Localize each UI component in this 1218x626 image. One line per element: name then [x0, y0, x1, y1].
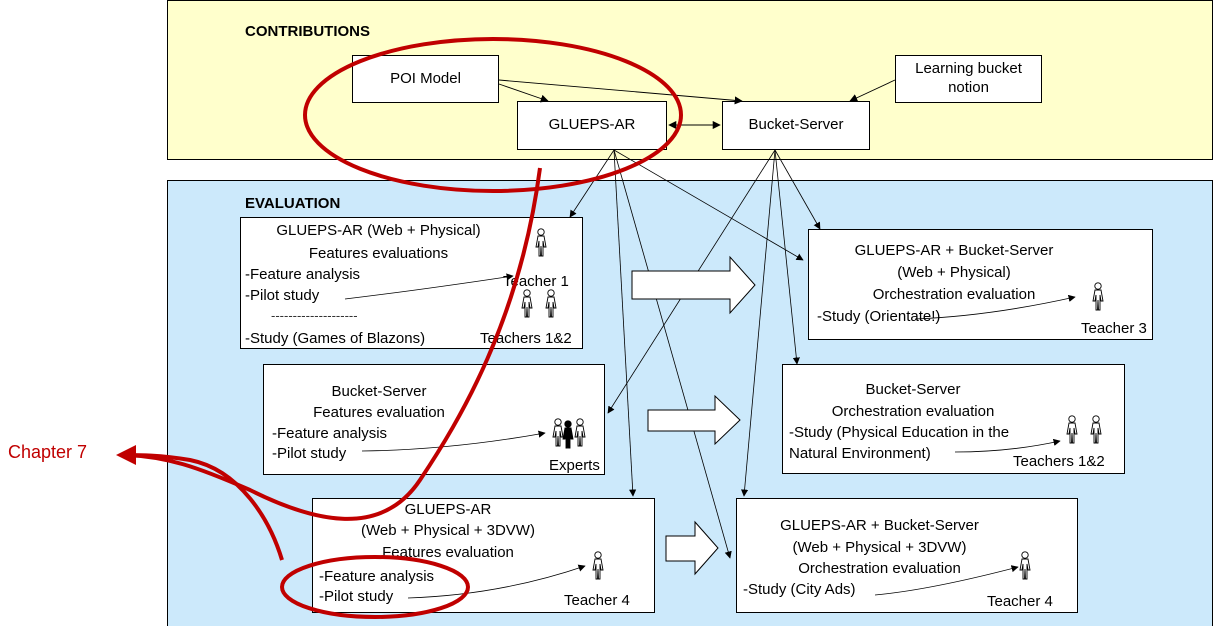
- orchestration-3dvw-box: GLUEPS-AR + Bucket-Server (Web + Physica…: [736, 498, 1078, 613]
- glueps-ar-label: GLUEPS-AR: [548, 116, 636, 134]
- box2-item: -Pilot study: [272, 445, 347, 462]
- glueps-ar-features-box: GLUEPS-AR (Web + Physical) Features eval…: [240, 217, 583, 349]
- poi-model-label: POI Model: [390, 69, 461, 87]
- box4-item: -Study (Orientate!): [817, 308, 941, 325]
- poi-model-node: POI Model: [352, 55, 499, 103]
- box2-title: Bucket-Server: [331, 383, 427, 400]
- box2-actor: Experts: [549, 457, 600, 474]
- box6-item: -Study (City Ads): [743, 581, 856, 598]
- box5-item: Natural Environment): [789, 445, 931, 462]
- glueps-ar-3dvw-features-box: GLUEPS-AR (Web + Physical + 3DVW) Featur…: [312, 498, 655, 613]
- box6-title: GLUEPS-AR + Bucket-Server: [780, 517, 979, 534]
- bucket-server-label: Bucket-Server: [748, 116, 844, 134]
- box4-subtitle: Orchestration evaluation: [872, 286, 1036, 303]
- box6-actor: Teacher 4: [987, 593, 1053, 610]
- box5-title: Bucket-Server: [865, 381, 961, 398]
- learning-bucket-line-1: Learning bucket: [915, 60, 1022, 78]
- box5-item: -Study (Physical Education in the: [789, 424, 1010, 441]
- box2-subtitle: Features evaluation: [313, 404, 445, 421]
- box3-item: -Pilot study: [319, 588, 394, 605]
- bucket-server-orchestration-box: Bucket-Server Orchestration evaluation -…: [782, 364, 1125, 474]
- orchestration-web-physical-box: GLUEPS-AR + Bucket-Server (Web + Physica…: [808, 229, 1153, 340]
- box5-actor: Teachers 1&2: [1013, 453, 1105, 470]
- box1-actor: Teachers 1&2: [480, 330, 572, 347]
- box3-actor: Teacher 4: [564, 592, 630, 609]
- box3-item: -Feature analysis: [319, 568, 435, 585]
- box4-title: GLUEPS-AR + Bucket-Server: [854, 242, 1054, 259]
- bucket-server-node: Bucket-Server: [722, 101, 870, 150]
- contributions-title: CONTRIBUTIONS: [245, 23, 370, 40]
- box6-subtitle: Orchestration evaluation: [798, 560, 961, 577]
- box1-divider: --------------------: [271, 308, 358, 323]
- chapter-7-label: Chapter 7: [8, 442, 88, 462]
- box3-subtitle: (Web + Physical + 3DVW): [361, 522, 535, 539]
- glueps-ar-node: GLUEPS-AR: [517, 101, 667, 150]
- box1-item: -Study (Games of Blazons): [245, 330, 426, 347]
- contributions-region: CONTRIBUTIONS: [167, 0, 1213, 160]
- box3-subtitle: Features evaluation: [382, 544, 514, 561]
- box1-item: -Feature analysis: [245, 266, 361, 283]
- box1-item: -Pilot study: [245, 287, 320, 304]
- bucket-server-features-box: Bucket-Server Features evaluation -Featu…: [263, 364, 605, 475]
- evaluation-title: EVALUATION: [245, 195, 341, 212]
- box1-subtitle: Features evaluations: [308, 245, 449, 262]
- box4-actor: Teacher 3: [1081, 320, 1147, 337]
- box5-subtitle: Orchestration evaluation: [831, 403, 995, 420]
- box3-title: GLUEPS-AR: [404, 501, 492, 518]
- learning-bucket-node: Learning bucket notion: [895, 55, 1042, 103]
- box6-subtitle: (Web + Physical + 3DVW): [792, 539, 967, 556]
- box2-item: -Feature analysis: [272, 425, 388, 442]
- box1-actor: Teacher 1: [503, 273, 569, 290]
- box1-title: GLUEPS-AR (Web + Physical): [276, 222, 481, 239]
- box4-subtitle: (Web + Physical): [897, 264, 1011, 281]
- learning-bucket-line-2: notion: [948, 79, 989, 96]
